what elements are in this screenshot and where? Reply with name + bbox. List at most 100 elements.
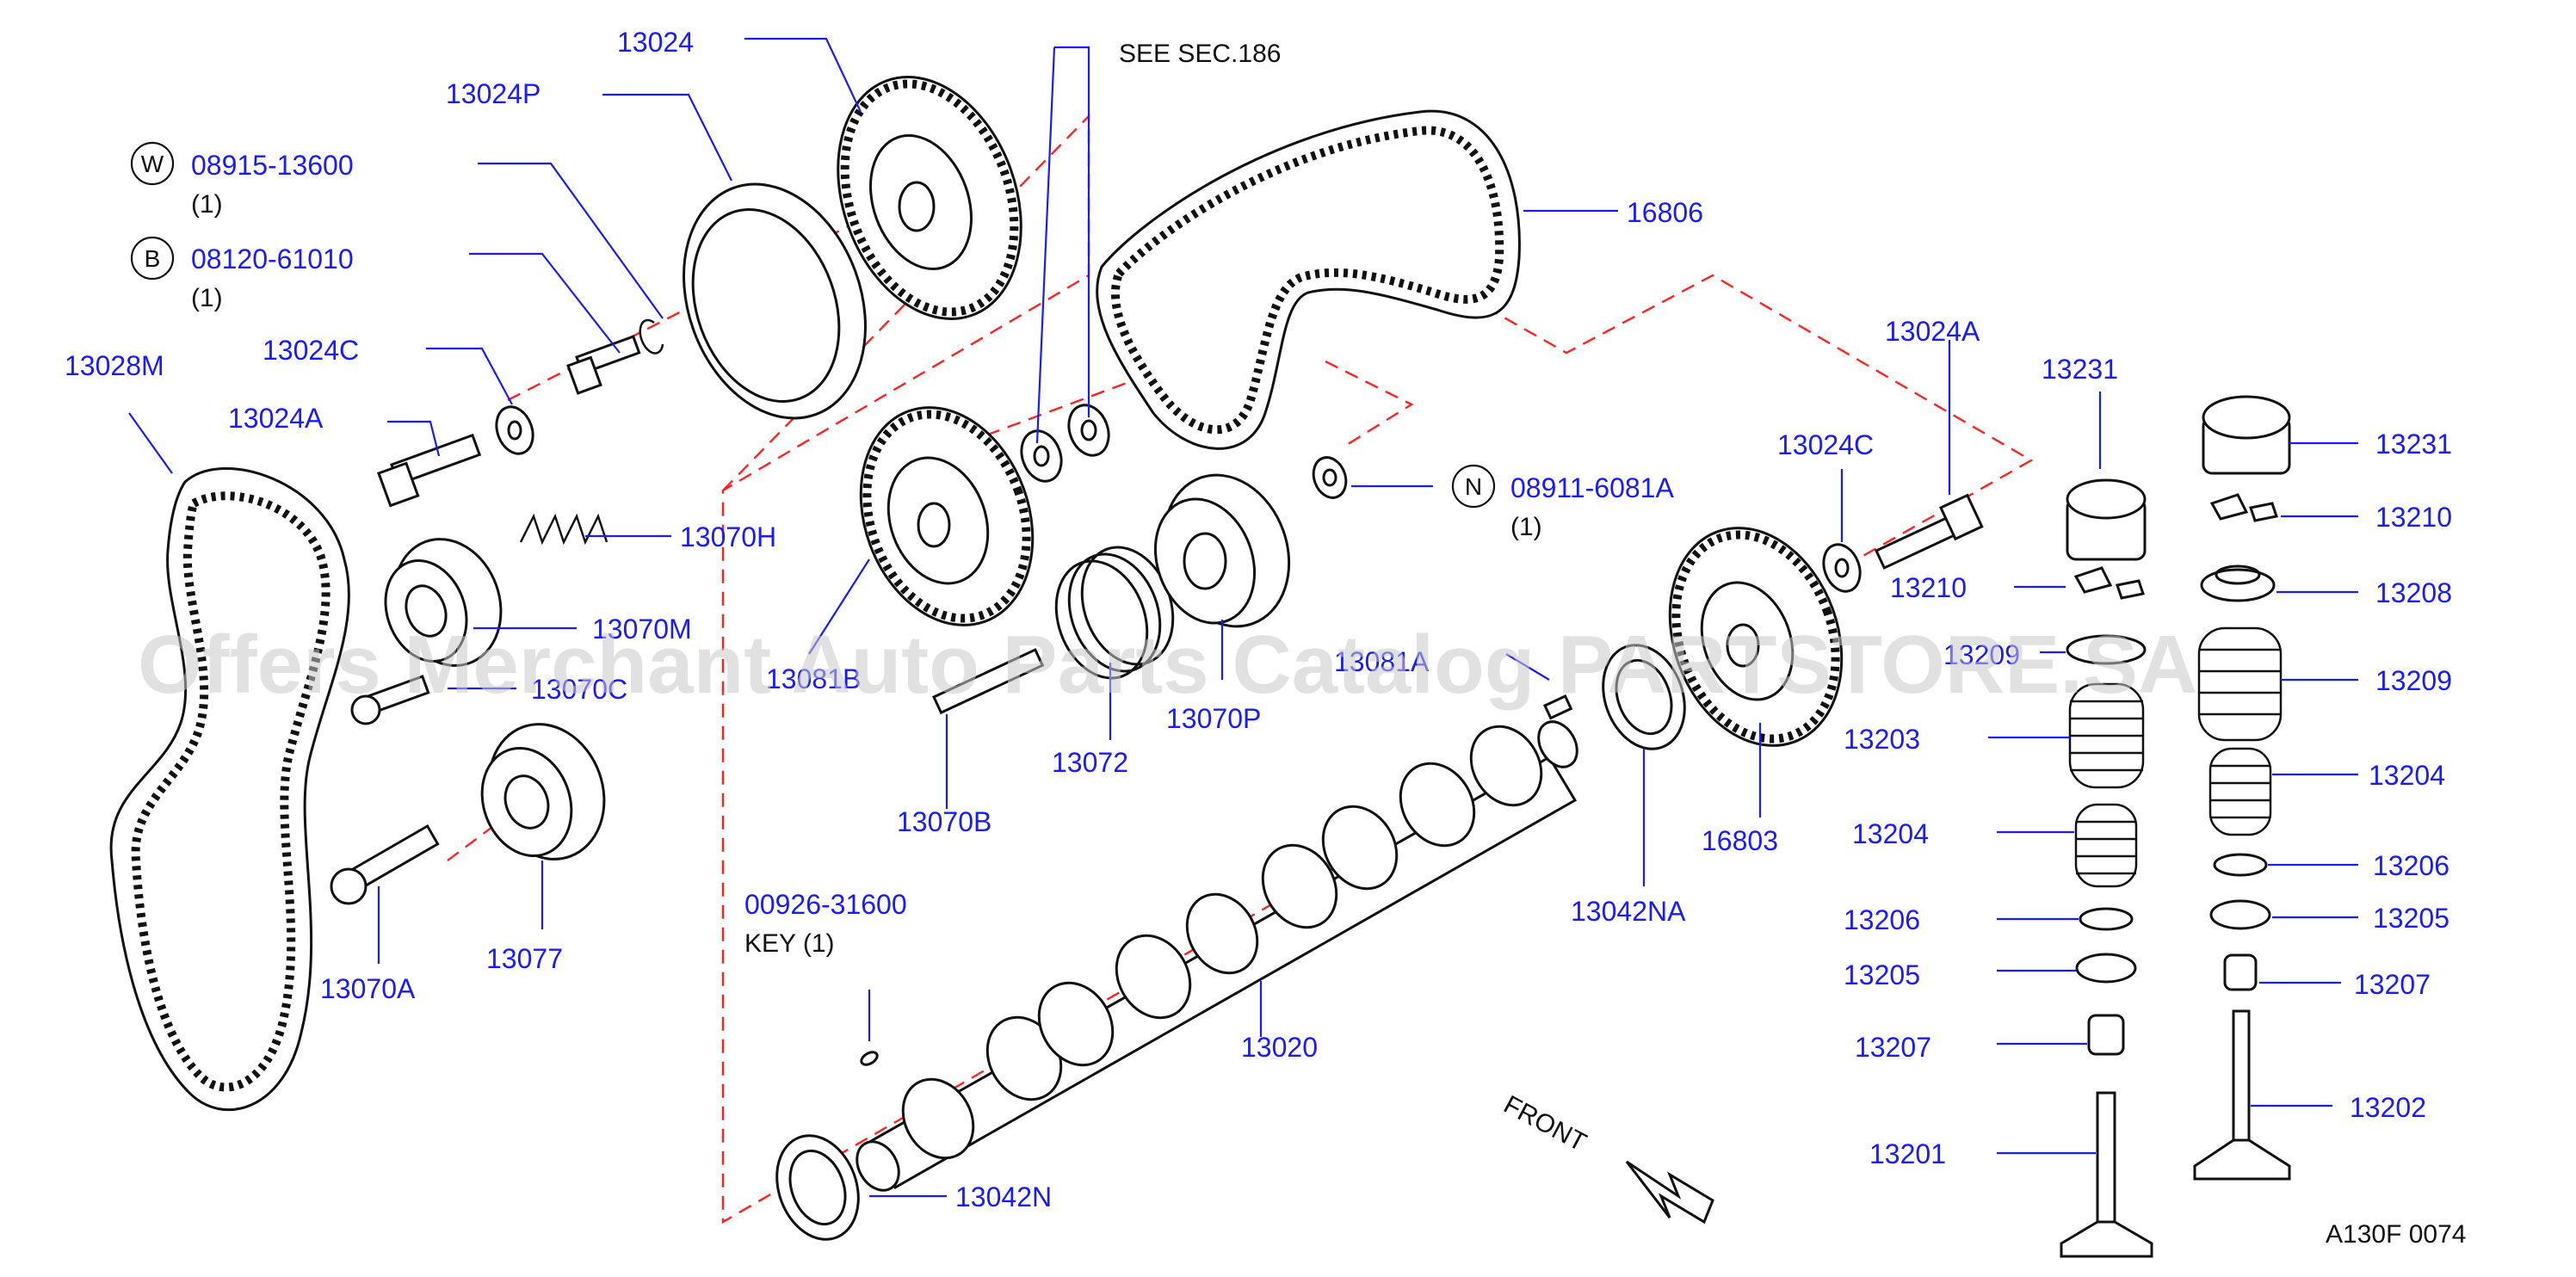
pulley-13070P[interactable] <box>1139 457 1310 644</box>
label-13206-a[interactable]: 13206 <box>1844 904 1920 935</box>
valve-lifter-13231-a[interactable] <box>2066 478 2147 561</box>
valve-seal-13207-b[interactable] <box>2223 953 2258 991</box>
label-key: KEY (1) <box>744 929 835 958</box>
label-13201[interactable]: 13201 <box>1869 1138 1946 1169</box>
label-13208[interactable]: 13208 <box>2375 577 2452 608</box>
bolt-08120-61010[interactable] <box>566 335 641 395</box>
dowel-13081A[interactable] <box>1543 694 1573 720</box>
washer-13024C-left[interactable] <box>491 402 540 459</box>
label-13209-a[interactable]: 13209 <box>1943 639 2020 670</box>
seal-13042N[interactable] <box>763 1124 873 1250</box>
washer-08915-13600[interactable] <box>639 318 664 355</box>
stud-13070B[interactable] <box>932 648 1045 715</box>
label-13205-b[interactable]: 13205 <box>2373 903 2449 934</box>
valve-lifter-13231-b[interactable] <box>2202 395 2291 475</box>
label-08120-61010[interactable]: 08120-61010 <box>191 244 354 275</box>
svg-text:B: B <box>145 245 161 272</box>
qty-08911: (1) <box>1510 513 1542 541</box>
label-13042N[interactable]: 13042N <box>955 1181 1052 1212</box>
label-13231-b[interactable]: 13231 <box>2375 429 2452 460</box>
label-13203[interactable]: 13203 <box>1844 724 1920 755</box>
valve-collet-13210-a[interactable] <box>2073 566 2145 600</box>
qty-08915: (1) <box>191 190 223 219</box>
timing-belt-16806[interactable] <box>1096 109 1521 450</box>
valve-seal-13207-a[interactable] <box>2087 1014 2125 1056</box>
label-16803[interactable]: 16803 <box>1702 825 1778 856</box>
label-13070B[interactable]: 13070B <box>897 806 991 837</box>
label-13081B[interactable]: 13081B <box>766 663 861 694</box>
valve-retainer-13209-a[interactable] <box>2066 634 2147 665</box>
nut-sec186-b[interactable] <box>1062 399 1115 460</box>
label-13020[interactable]: 13020 <box>1241 1032 1318 1063</box>
label-13209-b[interactable]: 13209 <box>2375 665 2452 696</box>
valve-collet-13210-b[interactable] <box>2209 493 2278 522</box>
timing-belt-left-13028M[interactable] <box>109 467 350 1112</box>
valve-spring-13209-b[interactable] <box>2197 626 2283 742</box>
watermark-text: Offers Merchant Auto Parts Catalog PARTS… <box>138 619 2197 711</box>
bolt-13024A-right[interactable] <box>1875 493 1984 570</box>
label-13207-b[interactable]: 13207 <box>2354 969 2431 1000</box>
label-13072[interactable]: 13072 <box>1052 747 1128 778</box>
label-13024C-left[interactable]: 13024C <box>263 335 359 366</box>
valve-spring-13203[interactable] <box>2068 682 2145 789</box>
label-13070P[interactable]: 13070P <box>1166 703 1261 734</box>
label-13028M[interactable]: 13028M <box>65 350 164 381</box>
nut-08911-6081A[interactable] <box>1308 453 1351 502</box>
label-13204-b[interactable]: 13204 <box>2369 760 2445 791</box>
valve-retainer-13208[interactable] <box>2200 564 2276 602</box>
label-13024P[interactable]: 13024P <box>446 78 541 109</box>
symbol-w-icon: W <box>130 141 175 186</box>
seal-13042NA[interactable] <box>1590 633 1699 760</box>
label-13024A-right[interactable]: 13024A <box>1885 316 1980 347</box>
label-13206-b[interactable]: 13206 <box>2373 850 2449 881</box>
label-13077[interactable]: 13077 <box>486 943 563 974</box>
cover-plate-13024P[interactable] <box>652 158 897 444</box>
label-13070H[interactable]: 13070H <box>680 521 776 552</box>
valve-seat-13205-a[interactable] <box>2075 953 2137 984</box>
key-00926-31600[interactable] <box>859 1050 879 1067</box>
washer-13024C-right[interactable] <box>1818 540 1867 596</box>
washer-sec186-a[interactable] <box>1015 425 1068 486</box>
valve-spring-13204-a[interactable] <box>2074 803 2138 888</box>
see-sec-186[interactable]: SEE SEC.186 <box>1119 40 1281 68</box>
label-00926-31600[interactable]: 00926-31600 <box>744 889 907 920</box>
cam-sprocket-13081B[interactable] <box>831 383 1061 649</box>
camshaft-13020[interactable] <box>849 713 1585 1198</box>
label-13231-a[interactable]: 13231 <box>2042 354 2118 385</box>
label-13207-a[interactable]: 13207 <box>1855 1032 1931 1063</box>
valve-seat-13205-b[interactable] <box>2209 899 2271 930</box>
spring-13070H[interactable] <box>519 513 608 546</box>
label-13210-b[interactable]: 13210 <box>2375 502 2452 533</box>
cam-sprocket-16803[interactable] <box>1640 503 1870 769</box>
label-13210-a[interactable]: 13210 <box>1890 572 1967 603</box>
label-16806[interactable]: 16806 <box>1627 197 1703 228</box>
bolt-13024A-left[interactable] <box>377 433 482 508</box>
svg-text:N: N <box>1465 473 1482 500</box>
label-13070C[interactable]: 13070C <box>531 674 627 705</box>
valve-seat-13206-b[interactable] <box>2213 853 2268 877</box>
cam-sprocket-13024[interactable] <box>806 52 1053 345</box>
valve-13201[interactable] <box>2060 1091 2153 1258</box>
label-13070A[interactable]: 13070A <box>320 973 416 1004</box>
idler-pulley-13077[interactable] <box>467 708 622 876</box>
label-13024C-right[interactable]: 13024C <box>1777 429 1874 460</box>
label-13024A-left[interactable]: 13024A <box>228 403 324 434</box>
qty-08120: (1) <box>191 284 223 312</box>
tensioner-pulley-13070M[interactable] <box>372 524 518 681</box>
label-13042NA[interactable]: 13042NA <box>1571 896 1686 927</box>
label-08911-6081A[interactable]: 08911-6081A <box>1510 472 1674 503</box>
valve-13202[interactable] <box>2193 1009 2291 1181</box>
label-13205-a[interactable]: 13205 <box>1844 959 1920 990</box>
bolt-13070A[interactable] <box>330 824 440 905</box>
label-08915-13600[interactable]: 08915-13600 <box>191 150 354 181</box>
label-13204-a[interactable]: 13204 <box>1852 818 1929 849</box>
label-13070M[interactable]: 13070M <box>592 614 692 645</box>
label-13081A[interactable]: 13081A <box>1334 646 1430 677</box>
leader-lines <box>128 37 2358 1198</box>
bolt-13070C[interactable] <box>350 675 430 725</box>
valve-seat-13206-a[interactable] <box>2079 907 2134 931</box>
label-13024[interactable]: 13024 <box>617 27 694 58</box>
label-13202[interactable]: 13202 <box>2350 1092 2426 1123</box>
valve-spring-13204-b[interactable] <box>2208 747 2272 836</box>
